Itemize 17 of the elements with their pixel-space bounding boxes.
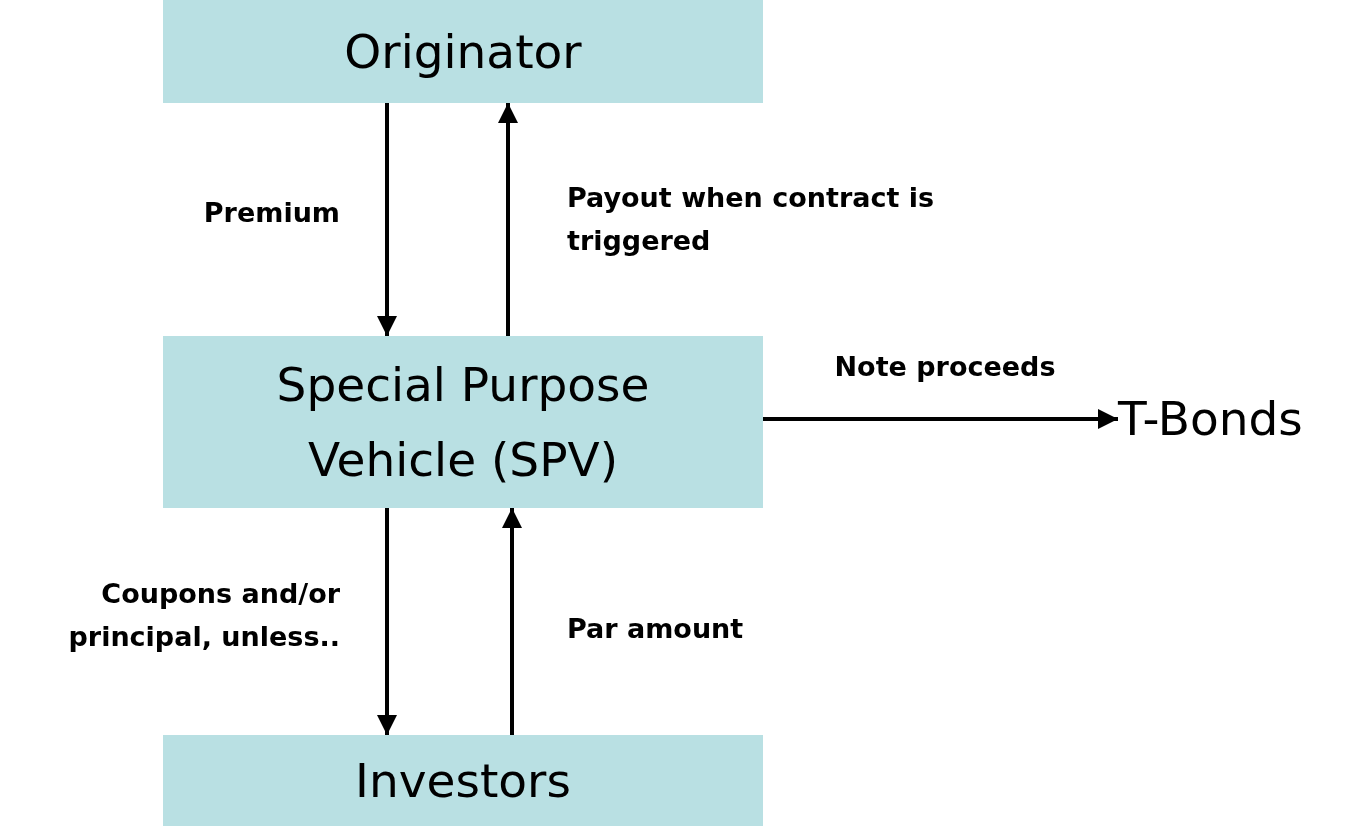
process-box (163, 336, 763, 508)
arrow (498, 103, 518, 336)
arrow (377, 103, 397, 336)
process-box (163, 0, 763, 103)
arrow (377, 508, 397, 735)
edge-label: Par amount (567, 612, 745, 646)
node-label: Originator (344, 22, 582, 81)
process-box (163, 735, 763, 826)
edge-label: Premium (202, 196, 340, 230)
edge-label: Payout when contract is triggered (567, 181, 936, 259)
arrow (763, 409, 1118, 429)
node-label: Investors (355, 751, 571, 810)
node-label: T-Bonds (1118, 390, 1303, 449)
edge-label: Note proceeds (833, 350, 1057, 384)
edge-label: Coupons and/or principal, unless.. (67, 577, 340, 655)
arrow (502, 508, 522, 735)
node-label: Special Purpose Vehicle (SPV) (275, 355, 651, 489)
